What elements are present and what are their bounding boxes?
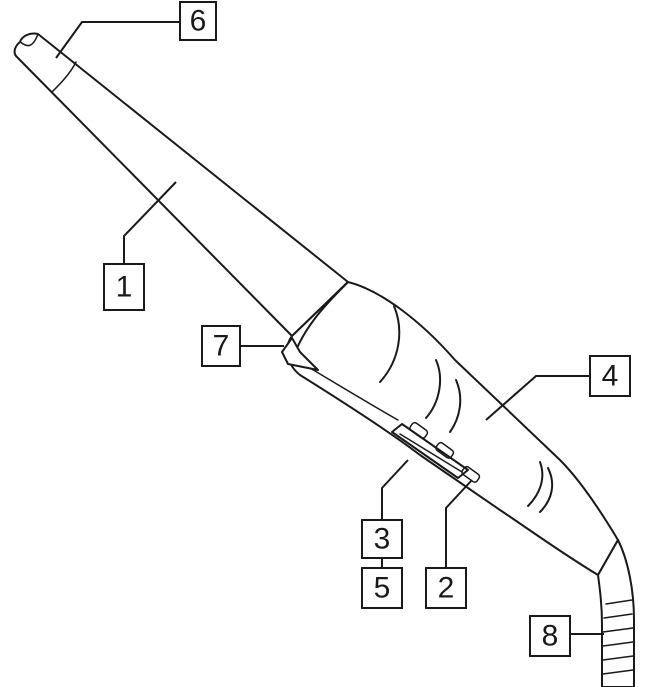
callout-6: 6	[179, 1, 217, 41]
control-buttons	[391, 421, 481, 483]
leader-1	[123, 181, 177, 264]
callout-2: 2	[425, 567, 467, 609]
probe-shaft	[13, 32, 349, 337]
callout-7-label: 7	[213, 330, 230, 363]
leader-lines	[55, 21, 604, 635]
callout-3-label: 3	[374, 523, 391, 556]
callout-2-label: 2	[438, 572, 455, 605]
leader-3	[381, 459, 409, 520]
probe-handle	[286, 281, 619, 576]
callout-3: 3	[361, 519, 403, 559]
cable-strain-relief	[597, 539, 635, 687]
callout-5: 5	[361, 567, 403, 609]
leader-4	[485, 375, 590, 421]
leader-6	[55, 21, 180, 59]
callout-4-label: 4	[602, 360, 619, 393]
callout-8: 8	[529, 615, 571, 657]
callout-1: 1	[103, 263, 145, 311]
callout-5-label: 5	[374, 572, 391, 605]
callout-7: 7	[201, 325, 241, 367]
leader-2	[445, 479, 473, 568]
callout-8-label: 8	[542, 620, 559, 653]
callout-4: 4	[589, 355, 631, 397]
callout-6-label: 6	[190, 5, 207, 38]
callout-1-label: 1	[116, 271, 133, 304]
needle-guide-bracket	[281, 337, 319, 371]
